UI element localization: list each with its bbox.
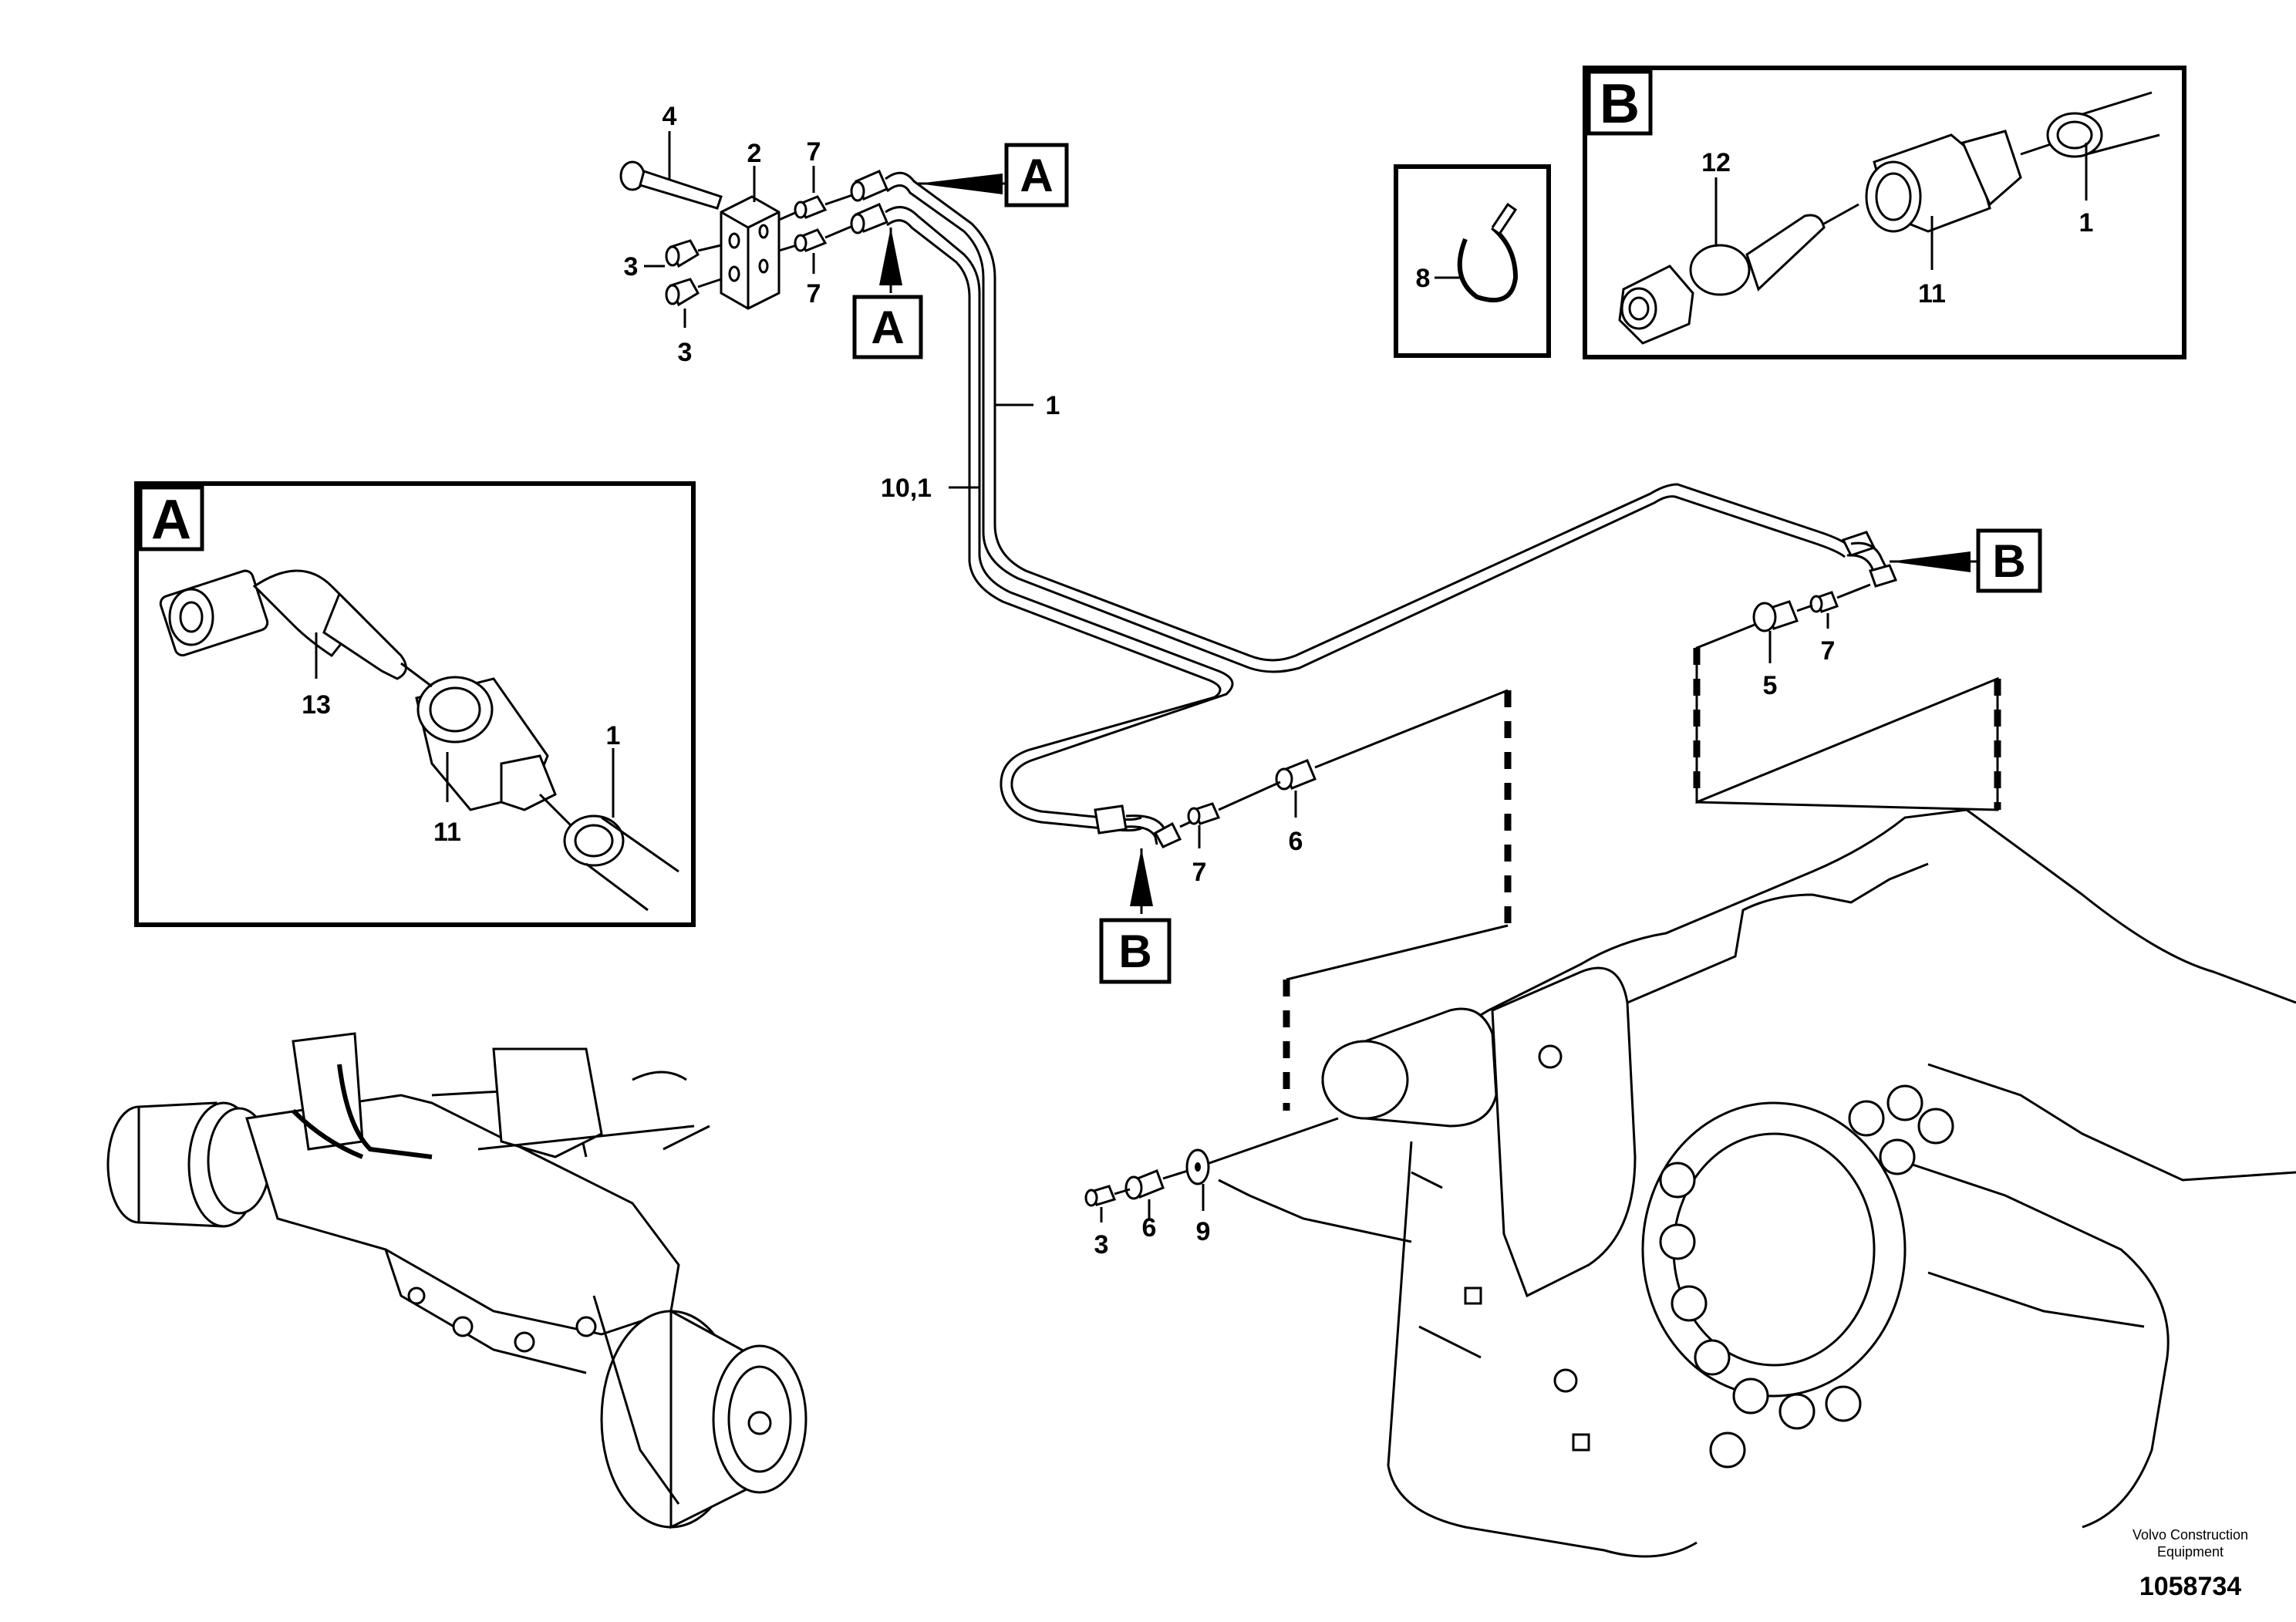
callout-6-bottom: 6 <box>1142 1213 1157 1243</box>
callout-3-bottom: 3 <box>1094 1230 1109 1259</box>
callout-10-1-tube: 10,1 <box>881 474 932 503</box>
brand-line-1: Volvo Construction <box>2132 1527 2248 1543</box>
coupling-b-icon <box>1865 130 2022 233</box>
tube-end-icon <box>563 814 679 912</box>
callout-3-upper: 3 <box>624 252 639 282</box>
detail-a-label-1: 1 <box>606 721 621 750</box>
detail-a-letter: A <box>151 489 191 551</box>
hub-bolts <box>1659 1084 1954 1469</box>
callout-7-middle: 7 <box>1192 858 1207 887</box>
detail-b-label-12: 12 <box>1701 148 1731 177</box>
detail-b-panel: B 12 11 1 <box>1583 66 2186 359</box>
tube-routing: 1 10,1 <box>850 170 1898 848</box>
detail-a-panel: A 13 11 1 <box>134 481 696 927</box>
ref-a-top-lower: A <box>852 228 923 359</box>
cable-tie-label: 8 <box>1416 264 1431 293</box>
detail-b-label-1: 1 <box>2079 208 2094 238</box>
axle-housing-illustration <box>1218 808 2296 1558</box>
middle-fittings: 7 6 <box>1179 689 1512 926</box>
ref-b-letter-2: B <box>1118 926 1151 977</box>
ref-b-right: B <box>1890 528 2042 593</box>
document-number: 1058734 <box>2139 1572 2241 1601</box>
brand-line-2: Equipment <box>2157 1544 2224 1560</box>
right-fittings: 5 7 <box>1693 583 2001 811</box>
callout-7-upper: 7 <box>807 137 821 167</box>
detail-a-label-11: 11 <box>433 818 461 847</box>
callout-7-right: 7 <box>1821 636 1836 666</box>
callout-2: 2 <box>747 139 762 168</box>
bottom-fittings: 3 6 9 <box>1084 924 1509 1259</box>
callout-6-middle: 6 <box>1289 827 1303 856</box>
cable-tie-panel: 8 <box>1394 164 1551 358</box>
overview-axle-illustration <box>106 1032 807 1529</box>
footer-brand: Volvo Construction Equipment 1058734 <box>2132 1527 2248 1601</box>
callout-5: 5 <box>1763 671 1778 700</box>
block-assembly: 4 2 3 3 7 7 <box>619 102 855 367</box>
tube-b-icon <box>2046 91 2160 158</box>
callout-1-tube: 1 <box>1046 391 1060 420</box>
detail-a-label-13: 13 <box>302 690 331 720</box>
ref-b-letter-1: B <box>1992 535 2025 587</box>
detail-b-label-11: 11 <box>1918 279 1946 309</box>
ref-a-top-right: A <box>918 143 1069 207</box>
detail-b-letter: B <box>1600 73 1640 135</box>
ref-b-bottom: B <box>1099 848 1172 984</box>
callout-4: 4 <box>663 102 677 131</box>
ref-a-letter-2: A <box>871 302 904 353</box>
callout-7-lower: 7 <box>807 279 821 309</box>
callout-3-lower: 3 <box>678 338 693 367</box>
hose-fitting-icon <box>1618 214 1826 345</box>
ref-a-letter-1: A <box>1020 150 1053 201</box>
elbow-fitting-icon <box>159 569 407 680</box>
callout-9: 9 <box>1196 1217 1211 1246</box>
